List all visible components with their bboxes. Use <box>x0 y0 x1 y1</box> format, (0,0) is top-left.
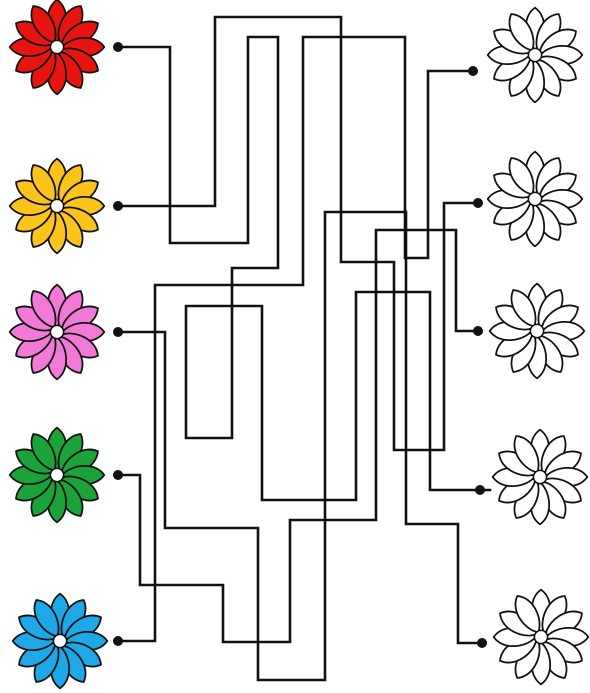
flower-center <box>53 634 66 647</box>
maze-path-yellow[interactable] <box>118 17 478 450</box>
flower-center <box>534 630 547 643</box>
endpoint-dot-right-3[interactable] <box>473 326 483 336</box>
endpoint-dot-right-1[interactable] <box>468 66 478 76</box>
endpoint-dot-right-4[interactable] <box>475 485 485 495</box>
maze-path-pink[interactable] <box>118 212 478 680</box>
red-flower[interactable] <box>10 0 105 94</box>
endpoint-dot-pink[interactable] <box>113 327 123 337</box>
flower-center <box>530 324 543 337</box>
flower-center <box>50 468 63 481</box>
uncolored-flower-1[interactable] <box>488 8 583 103</box>
endpoint-dot-right-2[interactable] <box>473 198 483 208</box>
flower-center <box>533 470 546 483</box>
flower-center <box>528 192 541 205</box>
uncolored-flower-5[interactable] <box>494 590 589 685</box>
flower-center <box>528 48 541 61</box>
uncolored-flower-2[interactable] <box>488 152 583 247</box>
yellow-flower[interactable] <box>10 159 105 254</box>
uncolored-flower-4[interactable] <box>493 430 588 525</box>
endpoint-dot-yellow[interactable] <box>113 201 123 211</box>
endpoint-dot-red[interactable] <box>113 42 123 52</box>
endpoint-dot-right-5[interactable] <box>477 638 487 648</box>
blue-flower[interactable] <box>13 594 108 689</box>
endpoint-dot-blue[interactable] <box>113 636 123 646</box>
green-flower[interactable] <box>10 428 105 523</box>
maze-paths <box>118 17 490 680</box>
flowers <box>10 0 589 688</box>
flower-center <box>50 40 63 53</box>
uncolored-flower-3[interactable] <box>490 284 585 379</box>
flower-center <box>50 199 63 212</box>
pink-flower[interactable] <box>10 285 105 380</box>
endpoint-dot-green[interactable] <box>113 470 123 480</box>
flower-center <box>50 325 63 338</box>
